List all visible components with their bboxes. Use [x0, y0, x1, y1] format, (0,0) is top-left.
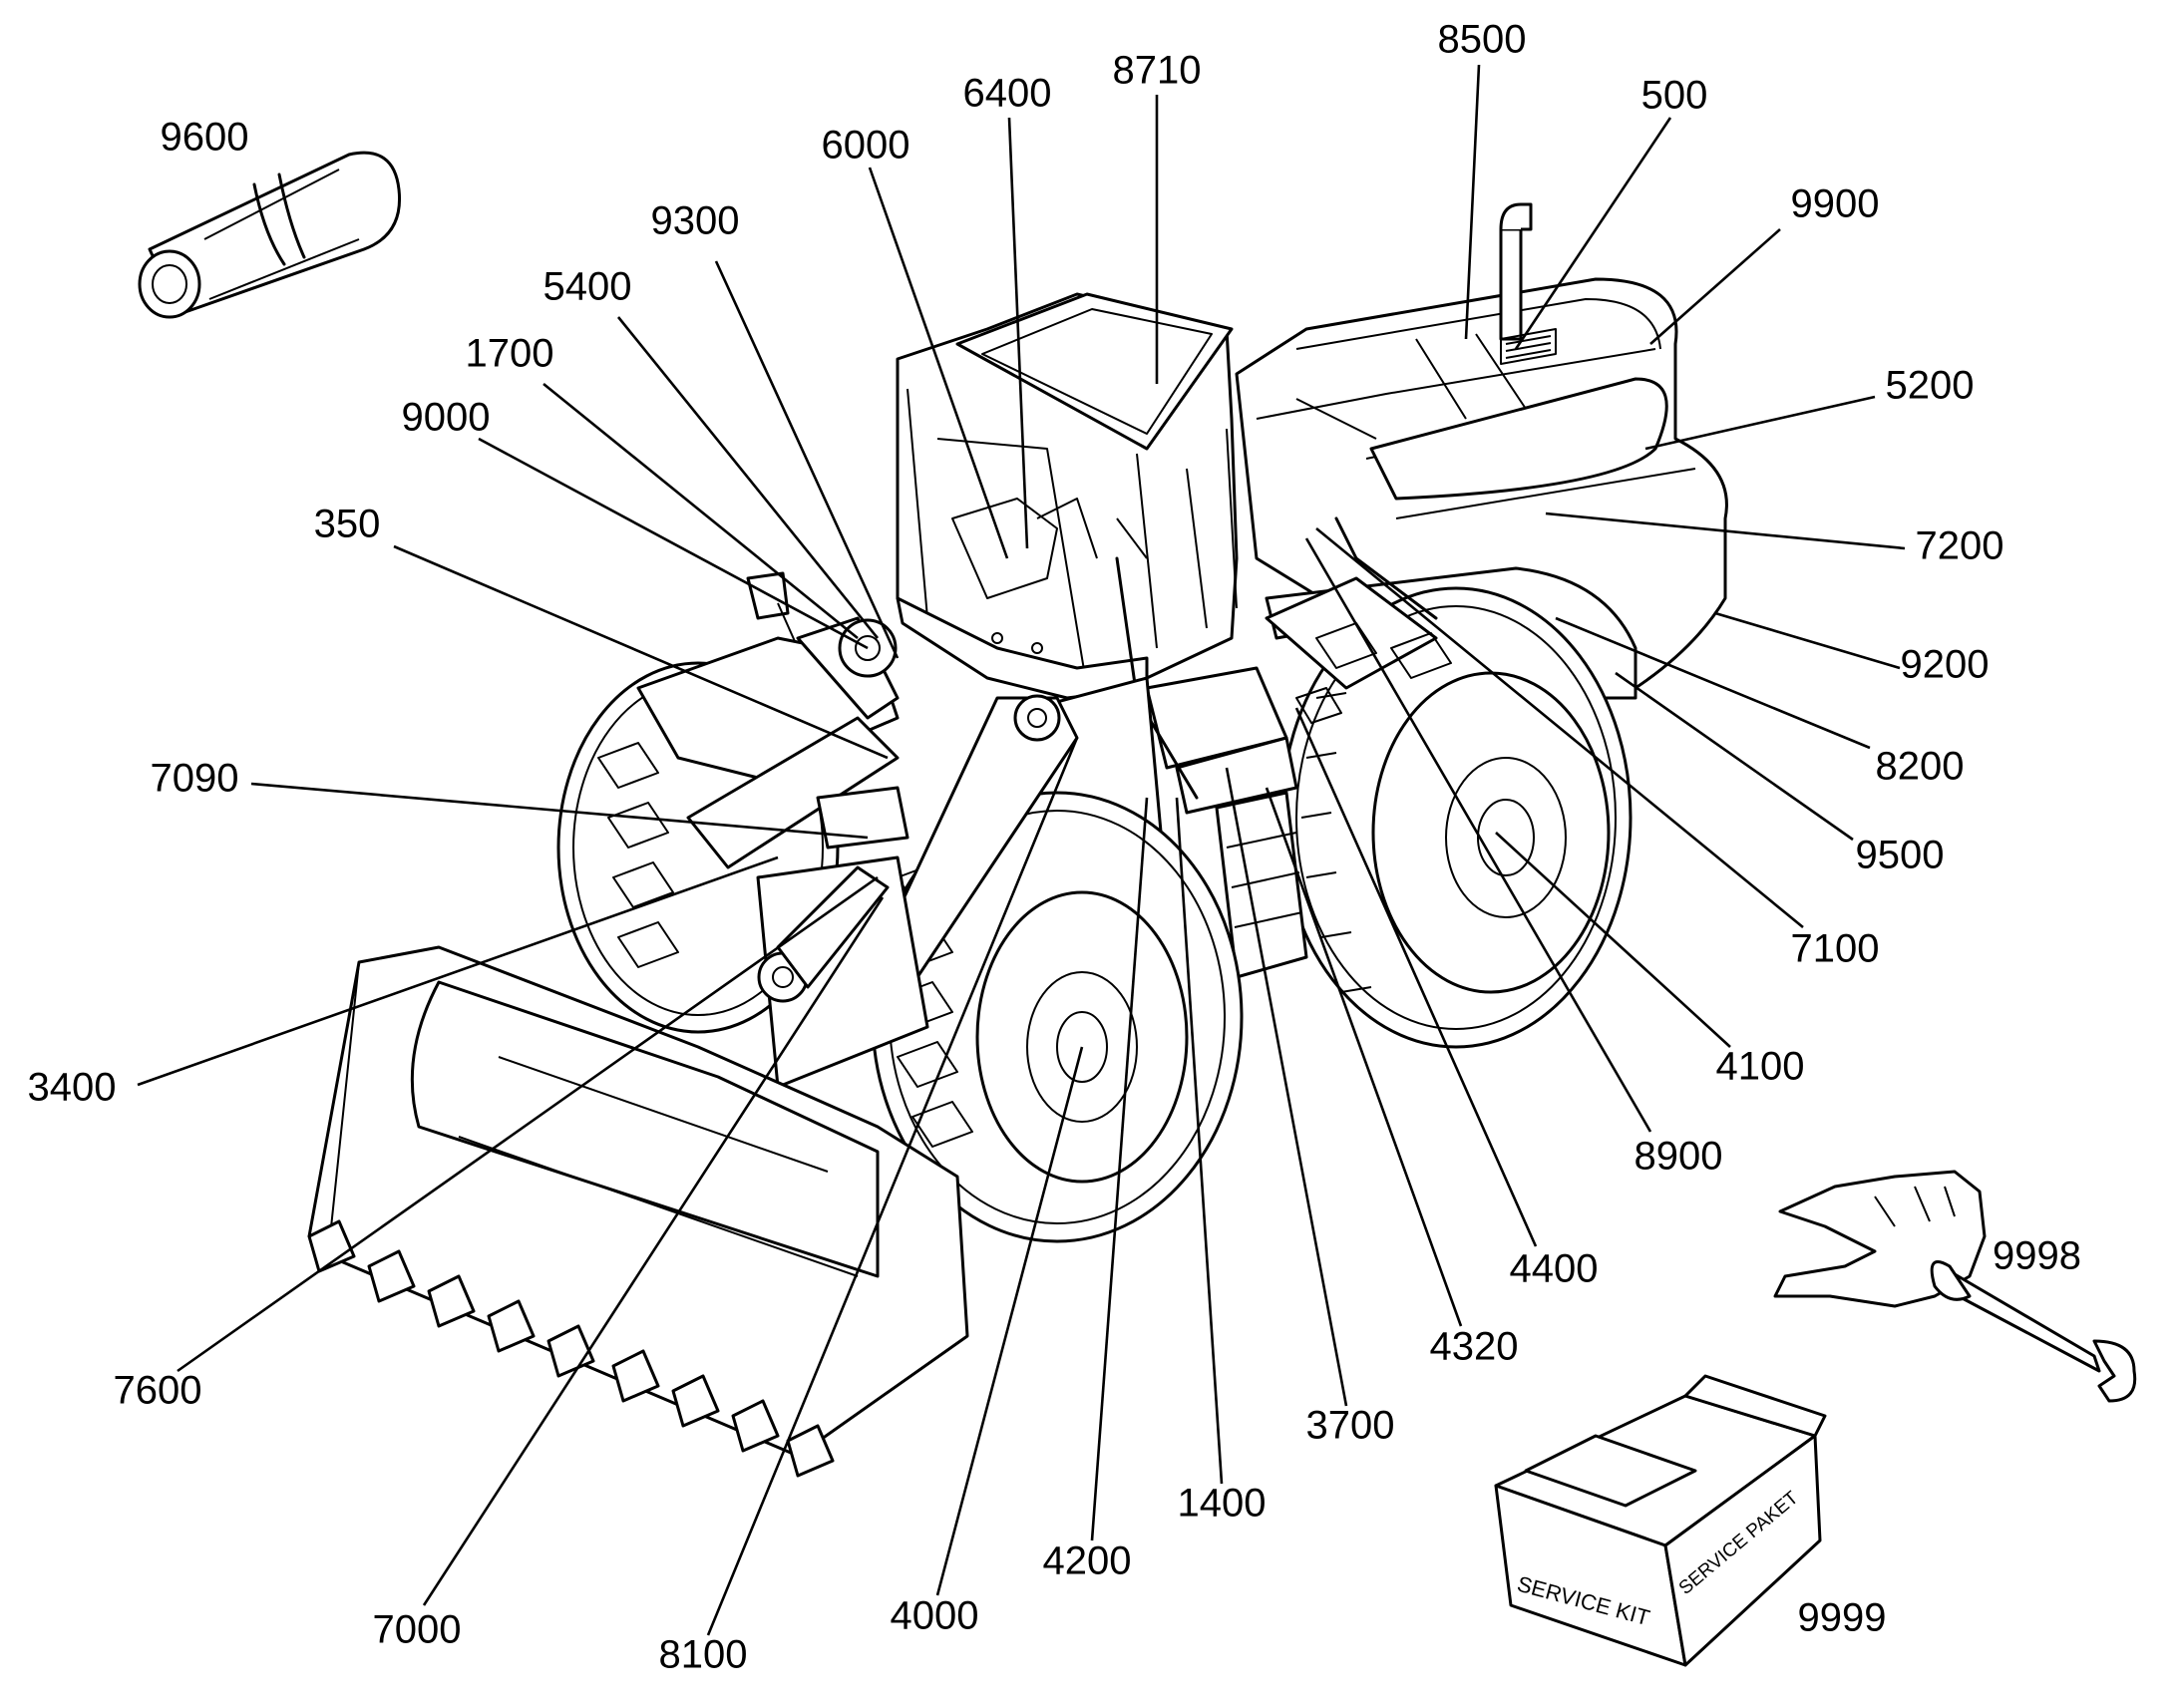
rolled-document-icon [138, 151, 402, 319]
callout-label-8500: 8500 [1438, 18, 1527, 62]
leader-line-5200 [1644, 395, 1876, 451]
leader-line-9900 [1649, 228, 1781, 345]
leader-line-7200 [1545, 512, 1906, 550]
leader-line-8900 [1304, 537, 1652, 1133]
callout-label-4320: 4320 [1430, 1325, 1519, 1369]
leader-line-3700 [1225, 767, 1348, 1407]
callout-label-500: 500 [1641, 74, 1708, 118]
callout-label-5400: 5400 [544, 265, 632, 309]
callout-label-9600: 9600 [161, 116, 249, 160]
callout-label-8100: 8100 [659, 1633, 748, 1677]
callout-label-9500: 9500 [1856, 834, 1945, 877]
callout-label-4400: 4400 [1510, 1247, 1599, 1291]
lift-arm [636, 616, 1079, 1089]
leader-line-9500 [1615, 671, 1854, 842]
leader-line-7100 [1315, 526, 1804, 929]
callout-label-1700: 1700 [466, 332, 554, 376]
callout-layer: 9600 6000 6400 8710 8500 500 9900 9300 5400 1700 9… [28, 18, 2081, 1677]
callout-label-4200: 4200 [1043, 1539, 1132, 1583]
callout-label-4000: 4000 [891, 1594, 979, 1638]
callout-label-1400: 1400 [1178, 1482, 1267, 1526]
leader-line-1700 [543, 382, 859, 640]
callout-label-7200: 7200 [1916, 524, 2004, 568]
leader-line-5400 [616, 316, 880, 639]
callout-label-9900: 9900 [1791, 182, 1880, 226]
callout-label-8710: 8710 [1113, 49, 1202, 93]
leader-line-1400 [1175, 797, 1224, 1485]
leader-line-3400 [137, 855, 779, 1087]
callout-label-7600: 7600 [114, 1369, 202, 1413]
callout-label-4100: 4100 [1716, 1045, 1805, 1089]
leader-line-7090 [250, 782, 869, 840]
leader-line-9300 [714, 260, 900, 659]
callout-label-5200: 5200 [1886, 364, 1975, 408]
callout-label-9999: 9999 [1798, 1596, 1887, 1640]
leader-line-4000 [935, 1046, 1084, 1596]
callout-label-9998: 9998 [1993, 1234, 2081, 1278]
leader-line-350 [393, 544, 889, 760]
callout-label-9300: 9300 [651, 199, 740, 243]
callout-label-8900: 8900 [1635, 1135, 1723, 1179]
bucket [307, 945, 969, 1478]
callout-label-6400: 6400 [963, 72, 1052, 116]
hand-wrench-icon [1773, 1170, 2137, 1403]
leader-line-6400 [1007, 117, 1029, 549]
leader-line-7600 [177, 875, 879, 1373]
callout-label-3700: 3700 [1306, 1404, 1395, 1448]
leader-line-4100 [1495, 832, 1731, 1048]
leader-line-9200 [1714, 611, 1901, 670]
leader-line-8100 [706, 737, 1079, 1636]
grille [1500, 328, 1557, 365]
service-box-icon: SERVICE KIT SERVICE PAKET [1494, 1374, 1827, 1667]
callout-label-6000: 6000 [822, 124, 910, 168]
leader-line-500 [1514, 117, 1672, 350]
callout-label-8200: 8200 [1876, 745, 1965, 789]
callout-label-9000: 9000 [402, 396, 491, 440]
callout-label-7100: 7100 [1791, 927, 1880, 971]
callout-label-3400: 3400 [28, 1066, 117, 1110]
callout-label-350: 350 [314, 503, 381, 546]
leader-line-7000 [422, 896, 885, 1606]
callout-label-7090: 7090 [151, 757, 239, 801]
leader-line-8500 [1464, 64, 1481, 340]
bucket-teeth [307, 1219, 835, 1478]
leader-line-4200 [1090, 797, 1149, 1541]
callout-label-7000: 7000 [373, 1608, 462, 1652]
callout-label-9200: 9200 [1901, 643, 1990, 687]
leader-line-9000 [478, 437, 869, 650]
leader-line-8200 [1555, 616, 1871, 750]
wheel-loader [307, 202, 1728, 1478]
leader-line-6000 [868, 167, 1009, 559]
cab [896, 292, 1239, 700]
leader-line-4400 [1294, 707, 1538, 1247]
leader-line-4320 [1265, 787, 1463, 1327]
